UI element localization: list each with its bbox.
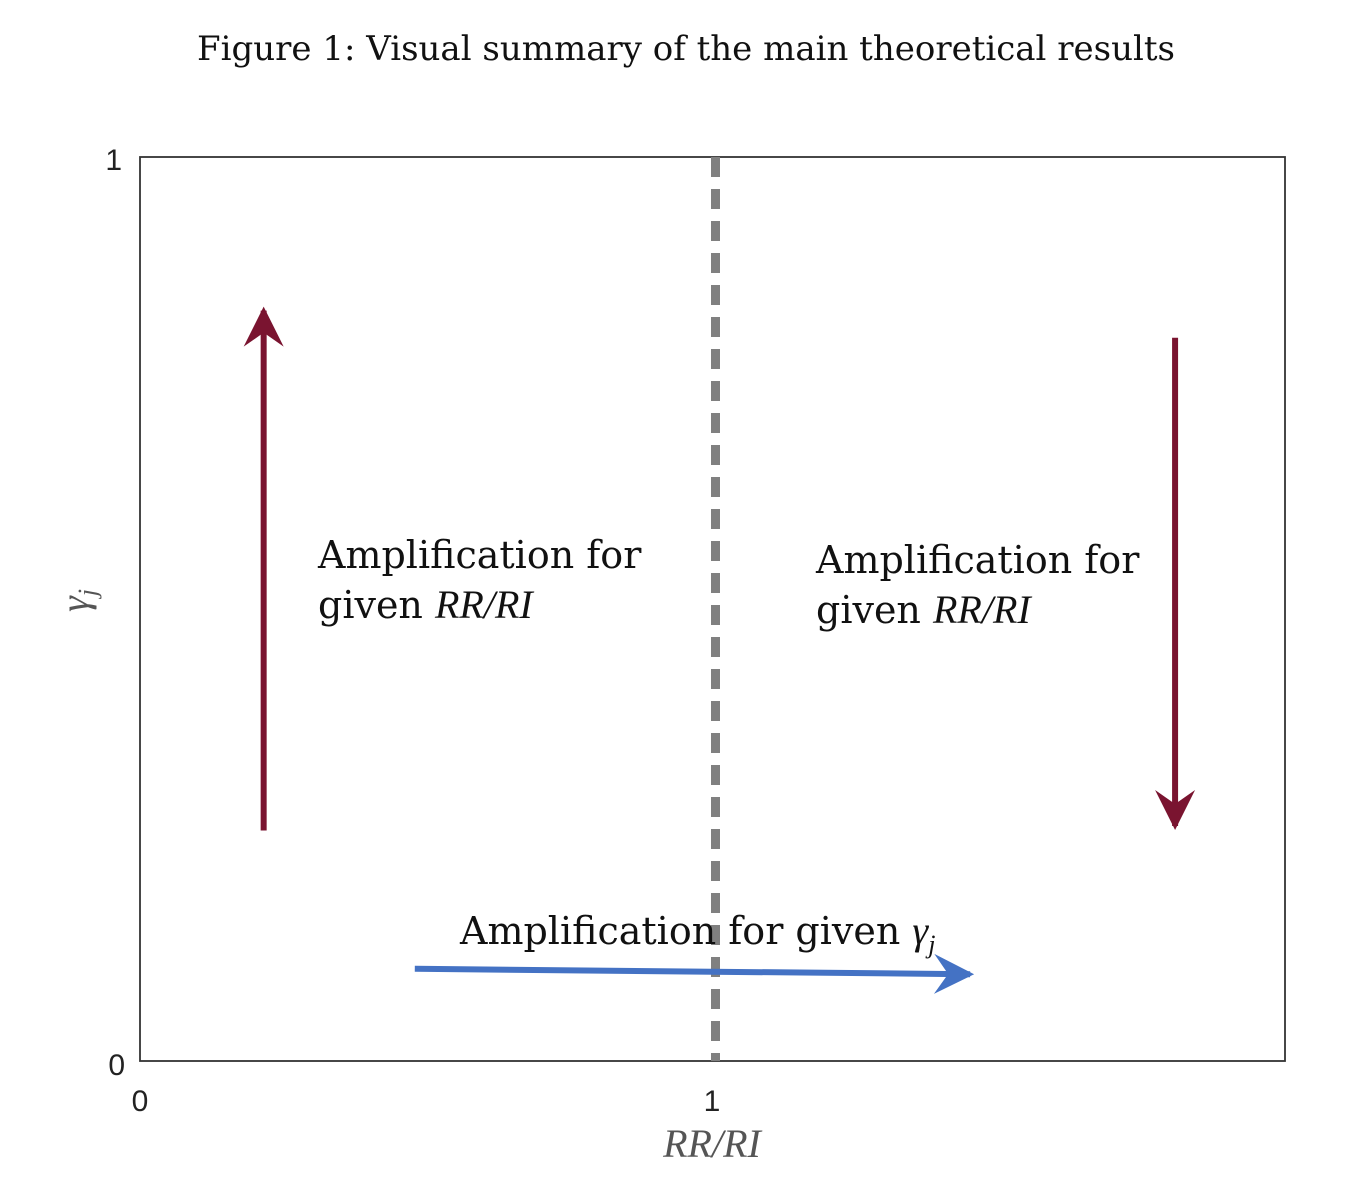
y-axis-label: γj bbox=[52, 589, 102, 612]
left-annotation-line2: given RR/RI bbox=[318, 582, 534, 627]
y-tick-0: 0 bbox=[108, 1049, 125, 1082]
figure-caption: Figure 1: Visual summary of the main the… bbox=[197, 29, 1175, 69]
y-tick-1: 1 bbox=[105, 144, 122, 177]
left-annotation-line1: Amplification for bbox=[317, 533, 642, 577]
x-tick-0: 0 bbox=[132, 1085, 149, 1118]
arrow-bottom-right bbox=[414, 953, 975, 994]
x-tick-1: 1 bbox=[704, 1085, 721, 1118]
right-annotation-line2: given RR/RI bbox=[816, 587, 1032, 632]
right-annotation-line1: Amplification for bbox=[815, 538, 1140, 582]
x-axis-label: RR/RI bbox=[662, 1121, 762, 1166]
bottom-annotation: Amplification for given γj bbox=[459, 908, 935, 959]
